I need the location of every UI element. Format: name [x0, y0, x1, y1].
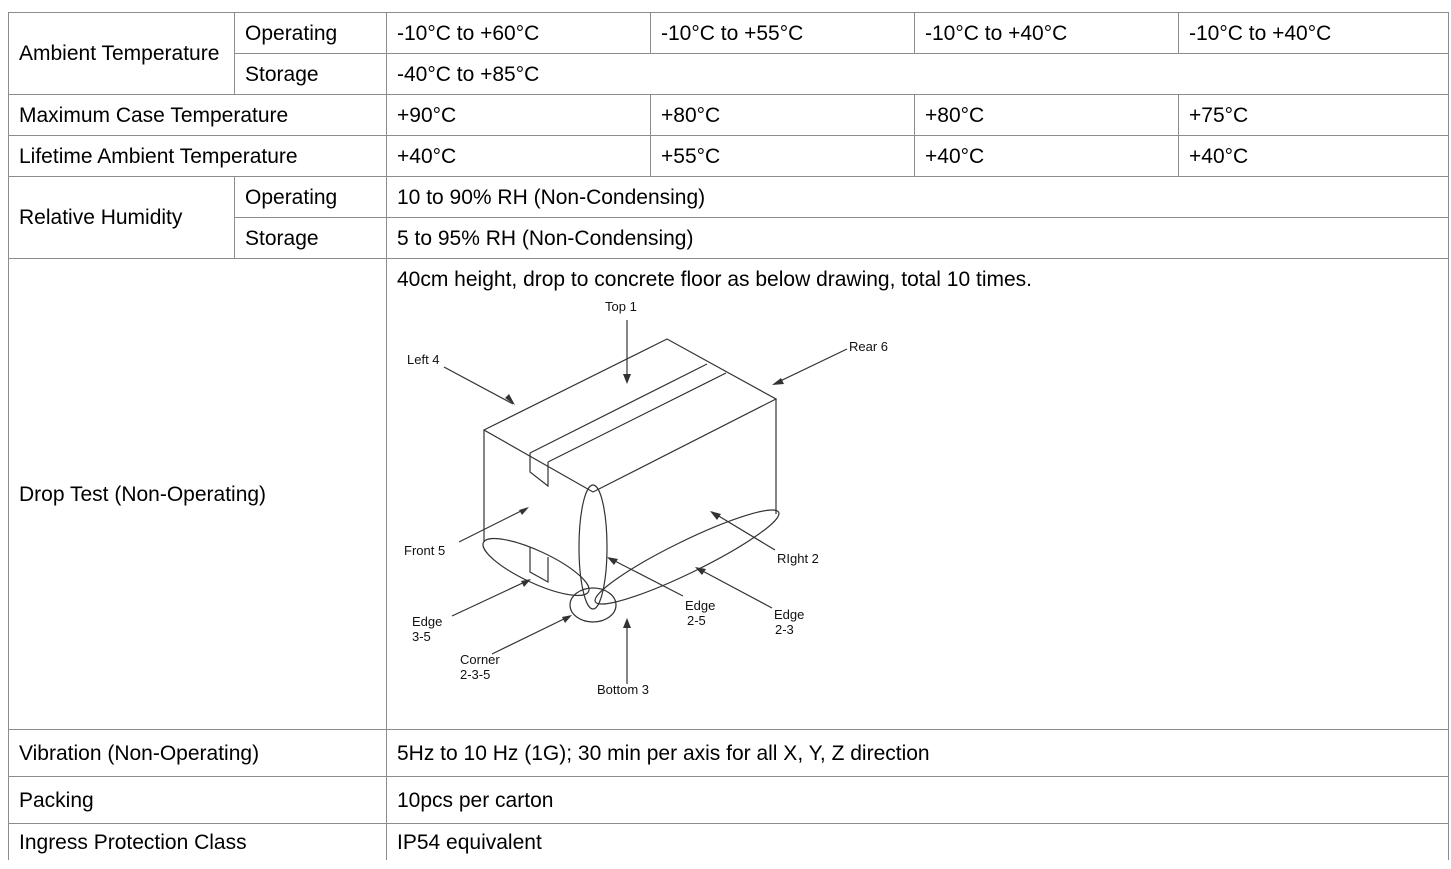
edge-35-arrow [451, 579, 531, 617]
bottom-arrow [623, 618, 631, 684]
vibration-value: 5Hz to 10 Hz (1G); 30 min per axis for a… [386, 729, 1449, 777]
top-arrow [623, 320, 631, 384]
edge-35-label-line1: Edge [412, 614, 442, 629]
vibration-label: Vibration (Non-Operating) [8, 729, 387, 777]
left-label: Left 4 [407, 352, 440, 367]
edge-23-arrow [695, 567, 773, 609]
ingress-value: IP54 equivalent [386, 823, 1449, 860]
vibration-row: Vibration (Non-Operating) 5Hz to 10 Hz (… [8, 729, 1449, 777]
front-arrow [458, 507, 529, 543]
drop-test-diagram: Top 1 Rear 6 Left 4 Front 5 RIght 2 Edge… [404, 299, 888, 697]
ambient-operating-label: Operating [234, 12, 387, 54]
max-case-value-1: +90°C [386, 94, 651, 136]
packing-row: Packing 10pcs per carton [8, 776, 1449, 824]
corner-arrow [491, 615, 572, 655]
drop-test-label: Drop Test (Non-Operating) [8, 258, 387, 730]
humidity-storage-label: Storage [234, 217, 387, 259]
drop-test-cell: 40cm height, drop to concrete floor as b… [386, 258, 1449, 730]
environmental-spec-table: Ambient Temperature Operating -10°C to +… [8, 12, 1449, 860]
packing-label: Packing [8, 776, 387, 824]
ambient-storage-label: Storage [234, 53, 387, 95]
max-case-value-2: +80°C [650, 94, 915, 136]
lifetime-label: Lifetime Ambient Temperature [8, 135, 387, 177]
right-label: RIght 2 [777, 551, 819, 566]
max-case-label: Maximum Case Temperature [8, 94, 387, 136]
lifetime-value-1: +40°C [386, 135, 651, 177]
edge-25-label-line1: Edge [685, 598, 715, 613]
edge-25-arrow [607, 557, 684, 597]
packing-value: 10pcs per carton [386, 776, 1449, 824]
lifetime-value-3: +40°C [914, 135, 1179, 177]
lifetime-value-4: +40°C [1178, 135, 1449, 177]
corner-label-line1: Corner [460, 652, 500, 667]
top-label: Top 1 [605, 299, 637, 314]
ambient-operating-value-1: -10°C to +60°C [386, 12, 651, 54]
bottom-label: Bottom 3 [597, 682, 649, 697]
edge-25-label-line2: 2-5 [687, 613, 706, 628]
ambient-operating-value-3: -10°C to +40°C [914, 12, 1179, 54]
edge-23-label-line1: Edge [774, 607, 804, 622]
ambient-operating-value-2: -10°C to +55°C [650, 12, 915, 54]
ambient-operating-row: Ambient Temperature Operating -10°C to +… [8, 12, 1449, 95]
humidity-label: Relative Humidity [8, 176, 235, 259]
drop-test-description: 40cm height, drop to concrete floor as b… [397, 268, 1033, 291]
rear-arrow [772, 348, 848, 385]
max-case-value-4: +75°C [1178, 94, 1449, 136]
ambient-storage-value: -40°C to +85°C [386, 53, 1449, 95]
humidity-operating-row: Relative Humidity Operating 10 to 90% RH… [8, 176, 1449, 259]
humidity-storage-value: 5 to 95% RH (Non-Condensing) [386, 217, 1449, 259]
max-case-row: Maximum Case Temperature +90°C +80°C +80… [8, 94, 1449, 136]
lifetime-row: Lifetime Ambient Temperature +40°C +55°C… [8, 135, 1449, 177]
front-label: Front 5 [404, 543, 445, 558]
humidity-storage-row: Storage 5 to 95% RH (Non-Condensing) [9, 217, 1449, 259]
humidity-operating-label: Operating [234, 176, 387, 218]
drop-test-row: Drop Test (Non-Operating) 40cm height, d… [8, 258, 1449, 730]
ambient-storage-row: Storage -40°C to +85°C [9, 53, 1449, 95]
right-arrow [710, 511, 776, 551]
ambient-operating-value-4: -10°C to +40°C [1178, 12, 1449, 54]
ingress-label: Ingress Protection Class [8, 823, 387, 860]
edge-23-label-line2: 2-3 [775, 622, 794, 637]
lifetime-value-2: +55°C [650, 135, 915, 177]
max-case-value-3: +80°C [914, 94, 1179, 136]
rear-label: Rear 6 [849, 339, 888, 354]
corner-label-line2: 2-3-5 [460, 667, 490, 682]
edge-35-label-line2: 3-5 [412, 629, 431, 644]
humidity-operating-value: 10 to 90% RH (Non-Condensing) [386, 176, 1449, 218]
left-arrow [443, 366, 515, 405]
ingress-row: Ingress Protection Class IP54 equivalent [8, 823, 1449, 860]
ambient-temperature-label: Ambient Temperature [8, 12, 235, 95]
